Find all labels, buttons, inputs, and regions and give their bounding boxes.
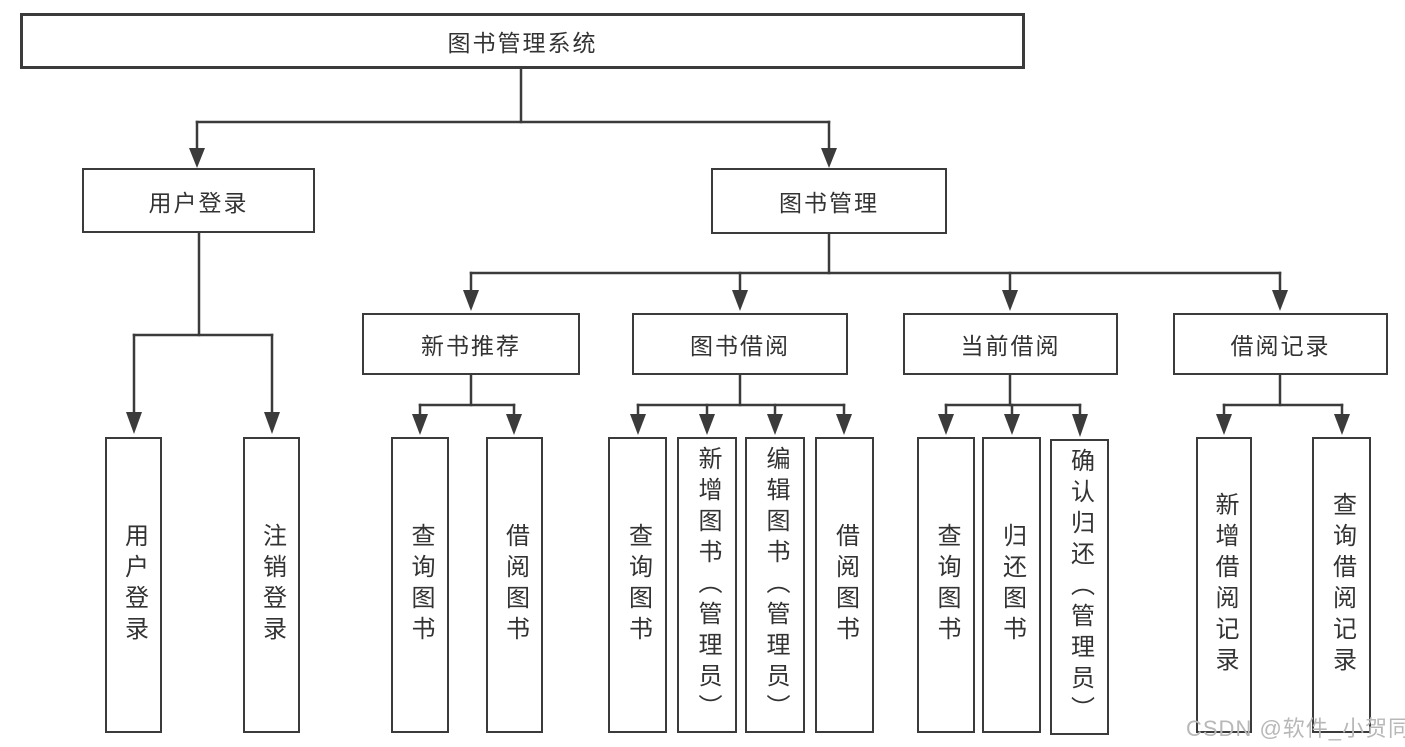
leaf-query-books-current: 查询图书 — [917, 437, 975, 733]
node-borrowing-records: 借阅记录 — [1173, 313, 1388, 375]
leaf-edit-book-admin: 编辑图书（管理员） — [745, 437, 805, 733]
leaf-user-login: 用户登录 — [105, 437, 162, 733]
leaf-confirm-return-admin: 确认归还（管理员） — [1050, 439, 1109, 735]
leaf-borrow-books-recommend: 借阅图书 — [486, 437, 543, 733]
leaf-add-borrow-record: 新增借阅记录 — [1196, 437, 1252, 733]
csdn-watermark: CSDN @软件_小贺同学 — [1186, 716, 1405, 741]
leaf-add-book-admin: 新增图书（管理员） — [677, 437, 737, 733]
node-current-borrowing: 当前借阅 — [903, 313, 1118, 375]
node-new-book-recommend: 新书推荐 — [362, 313, 580, 375]
leaf-query-books-recommend: 查询图书 — [391, 437, 449, 733]
leaf-return-books: 归还图书 — [982, 437, 1041, 733]
leaf-borrow-books-borrowing: 借阅图书 — [815, 437, 874, 733]
leaf-logout: 注销登录 — [243, 437, 300, 733]
node-library-system: 图书管理系统 — [20, 13, 1025, 69]
node-user-login: 用户登录 — [82, 168, 315, 233]
leaf-query-books-borrowing: 查询图书 — [608, 437, 667, 733]
node-book-borrowing: 图书借阅 — [632, 313, 848, 375]
arrowheads — [126, 148, 1350, 437]
node-book-management: 图书管理 — [711, 168, 947, 234]
leaf-query-borrow-record: 查询借阅记录 — [1312, 437, 1371, 733]
